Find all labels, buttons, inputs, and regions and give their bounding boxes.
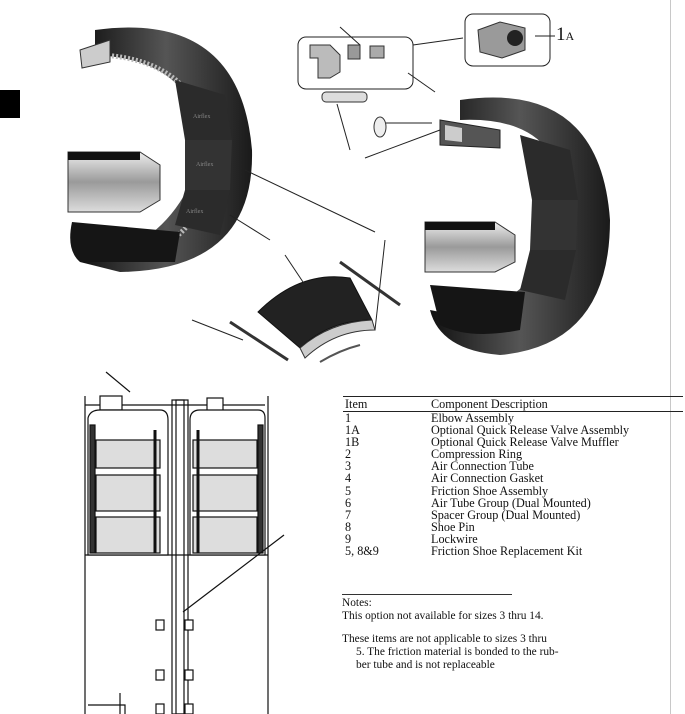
row-description: Elbow Assembly xyxy=(431,411,514,425)
friction-shoe-exploded xyxy=(191,239,401,363)
row-description: Lockwire xyxy=(431,531,478,546)
row-description: Spacer Group (Dual Mounted) xyxy=(431,507,581,522)
row-item: 5, 8&9 xyxy=(345,544,379,559)
table-row: 6 Air Tube Group (Dual Mounted) xyxy=(343,497,683,509)
notes-divider xyxy=(342,594,512,595)
callout-number: 1 xyxy=(556,24,566,45)
row-item: 5 xyxy=(345,483,352,498)
table-row: 7 Spacer Group (Dual Mounted) xyxy=(343,509,683,521)
note-2: These items are not applicable to sizes … xyxy=(342,633,547,645)
note-3: 5. The friction material is bonded to th… xyxy=(356,646,559,658)
notes-section: Notes: This option not available for siz… xyxy=(342,594,672,672)
table-row: 3 Air Connection Tube xyxy=(343,460,683,472)
row-description: Friction Shoe Assembly xyxy=(431,483,549,498)
table-row: 8 Shoe Pin xyxy=(343,521,683,533)
row-item: 1B xyxy=(345,435,360,450)
row-item: 6 xyxy=(345,495,352,510)
fittings-group xyxy=(297,13,555,159)
row-item: 9 xyxy=(345,531,352,546)
note-1: This option not available for sizes 3 th… xyxy=(342,610,544,622)
table-row: 1B Optional Quick Release Valve Muffler xyxy=(343,436,683,448)
callout-letter: A xyxy=(565,29,575,43)
row-item: 7 xyxy=(345,507,352,522)
header-description: Component Description xyxy=(431,397,548,411)
row-description: Optional Quick Release Valve Muffler xyxy=(431,435,619,450)
page-edge-rule xyxy=(670,0,671,714)
component-table-header: Item Component Description xyxy=(343,396,683,412)
row-item: 2 xyxy=(345,447,352,462)
table-row: 5 Friction Shoe Assembly xyxy=(343,483,683,498)
row-description: Compression Ring xyxy=(431,447,523,462)
table-row: 4 Air Connection Gasket xyxy=(343,472,683,484)
row-item: 4 xyxy=(345,471,352,486)
table-row: 2 Compression Ring xyxy=(343,448,683,460)
left-clutch-assembly: Airflex Airflex Airflex xyxy=(67,27,376,272)
right-clutch-assembly xyxy=(424,97,610,355)
table-row: 9 Lockwire xyxy=(343,533,683,545)
shoe-label-2: Airflex xyxy=(196,161,213,168)
row-description: Shoe Pin xyxy=(431,519,475,534)
note-4: ber tube and is not replaceable xyxy=(356,659,495,671)
row-item: 8 xyxy=(345,519,352,534)
shoe-label-3: Airflex xyxy=(186,208,203,215)
cross-section-drawing xyxy=(84,371,285,714)
row-description: Air Connection Gasket xyxy=(431,471,544,486)
row-description: Air Connection Tube xyxy=(431,459,534,474)
table-row: 5, 8&9 Friction Shoe Replacement Kit xyxy=(343,545,683,557)
notes-title: Notes: xyxy=(342,597,372,609)
row-description: Friction Shoe Replacement Kit xyxy=(431,544,583,559)
row-description: Air Tube Group (Dual Mounted) xyxy=(431,495,591,510)
section-tab-marker xyxy=(0,90,20,118)
table-row: 1A Optional Quick Release Valve Assembly xyxy=(343,424,683,436)
row-description: Optional Quick Release Valve Assembly xyxy=(431,423,630,438)
component-table: Item Component Description 1 Elbow Assemb… xyxy=(343,396,683,557)
row-item: 3 xyxy=(345,459,352,474)
row-item: 1A xyxy=(345,423,360,438)
table-row: 1 Elbow Assembly xyxy=(343,412,683,424)
shoe-label-1: Airflex xyxy=(193,113,210,120)
row-item: 1 xyxy=(345,411,352,425)
header-item: Item xyxy=(345,397,368,411)
callout-1a-label: 1A xyxy=(556,24,574,46)
